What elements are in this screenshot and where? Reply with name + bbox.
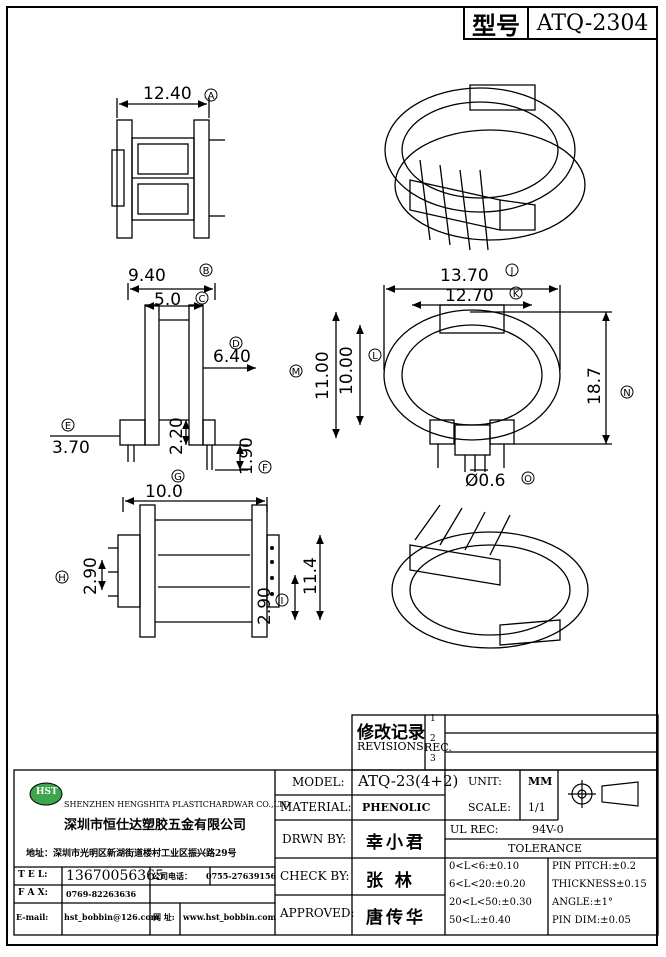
company-name-cn: 深圳市恒仕达塑胶五金有限公司 [64, 818, 247, 833]
tolerance-title: TOLERANCE [508, 842, 582, 855]
dim-pin-offset-value: 2.20 [167, 417, 187, 455]
dim-e-id: E [65, 421, 71, 432]
dim-c-value: 5.0 [154, 290, 181, 310]
fax-value: 0769-82263636 [66, 889, 137, 899]
dim-h-value: 2.90 [81, 557, 101, 595]
tolerance-extra-1: PIN PITCH:±0.2 [552, 861, 636, 872]
revision-mark-1: 1 [430, 714, 436, 724]
email-value: hst_bobbin@126.com [64, 912, 160, 922]
check-label: CHECK BY: [280, 869, 350, 883]
dim-a-id: A [208, 91, 215, 102]
email-label: E-mail: [16, 912, 49, 922]
company-name-en: SHENZHEN HENGSHITA PLASTICHARDWAR CO.,LT… [64, 800, 290, 809]
drwn-value: 幸小君 [366, 833, 426, 853]
bottom-side-view [98, 497, 324, 638]
scale-label: SCALE: [468, 801, 511, 814]
logo-text: HST [36, 787, 58, 797]
revisions-title: 修改记录 [357, 723, 425, 743]
revisions-subtitle: REVISIONS [357, 740, 424, 753]
dim-d-id: D [232, 339, 240, 350]
web-label: 网 址: [153, 912, 175, 922]
revision-mark-2: 2 [430, 734, 436, 744]
side-view [50, 283, 256, 471]
front-view [111, 98, 225, 239]
unit-value: MM [528, 775, 553, 788]
phone-label: 公司电话： [152, 871, 192, 881]
isometric-view-top [384, 84, 586, 251]
projection-symbol-icon [568, 780, 639, 808]
dim-h-id: H [58, 573, 66, 584]
dim-height-value: 11.4 [301, 557, 321, 595]
dim-j-value: 13.70 [440, 266, 489, 286]
dim-n-id: N [623, 388, 630, 399]
dim-g-id: G [174, 472, 182, 483]
dim-g-value: 10.0 [145, 482, 183, 502]
drawing-frame [6, 6, 658, 946]
dim-f-id: F [262, 463, 268, 474]
revision-mark-3: 3 [430, 754, 436, 764]
unit-label: UNIT: [468, 775, 502, 788]
tolerance-extra-2: THICKNESS±0.15 [552, 879, 647, 890]
dim-a-value: 12.40 [143, 84, 192, 104]
dim-i-id: I [281, 596, 284, 607]
dim-f-value: 1.90 [237, 437, 257, 475]
dim-j-id: J [510, 266, 514, 277]
tolerance-extra-4: PIN DIM:±0.05 [552, 915, 631, 926]
fax-label: F A X: [18, 888, 48, 898]
tel-label: T E L: [18, 870, 48, 880]
model-number: ATQ-2304 [527, 6, 658, 40]
material-label: MATERIAL: [280, 800, 352, 814]
drwn-label: DRWN BY: [282, 832, 347, 846]
tolerance-row-3: 20<L<50:±0.30 [449, 897, 532, 908]
dim-l-value: 10.00 [337, 346, 357, 395]
dim-e-value: 3.70 [52, 438, 90, 458]
dim-k-value: 12.70 [445, 286, 494, 306]
check-value: 张 林 [366, 871, 412, 891]
tolerance-row-2: 6<L<20:±0.20 [449, 879, 526, 890]
material-value: PHENOLIC [362, 801, 431, 814]
dim-d-value: 6.40 [213, 347, 251, 367]
dim-b-id: B [203, 266, 210, 277]
web-value: www.hst_bobbin.com [183, 912, 277, 922]
ul-value: 94V-0 [532, 823, 564, 836]
company-logo-icon [29, 782, 63, 806]
dim-b-value: 9.40 [128, 266, 166, 286]
dim-l-id: L [372, 351, 378, 362]
model-field-label: MODEL: [292, 775, 345, 789]
revisions-rec: REC. [424, 741, 452, 754]
tolerance-row-4: 50<L:±0.40 [449, 915, 511, 926]
dim-i-value: 2.90 [255, 587, 275, 625]
tolerance-extra-3: ANGLE:±1° [552, 897, 614, 908]
dim-m-value: 11.00 [313, 351, 333, 400]
approved-value: 唐传华 [366, 908, 426, 928]
dim-o-value: Ø0.6 [465, 471, 505, 491]
dim-n-value: 18.7 [585, 367, 605, 405]
model-label: 型号 [463, 6, 529, 40]
dim-k-id: K [513, 289, 520, 300]
tolerance-row-1: 0<L<6:±0.10 [449, 861, 520, 872]
dim-m-id: M [292, 367, 301, 378]
dim-c-id: C [199, 294, 206, 305]
isometric-view-bottom [391, 504, 589, 649]
approved-label: APPROVED: [280, 906, 355, 920]
phone-value: 0755-27639156 [206, 871, 277, 881]
ul-label: UL REC: [450, 823, 499, 836]
model-field-value: ATQ-23(4+2) [358, 772, 459, 790]
tel-value: 13670056365 [66, 868, 164, 884]
scale-value: 1/1 [528, 801, 546, 814]
top-view [332, 285, 612, 472]
title-block-grid [13, 714, 659, 936]
dim-o-id: O [524, 474, 532, 485]
company-address: 地址：深圳市光明区新湖街道楼村工业区振兴路29号 [26, 849, 237, 859]
